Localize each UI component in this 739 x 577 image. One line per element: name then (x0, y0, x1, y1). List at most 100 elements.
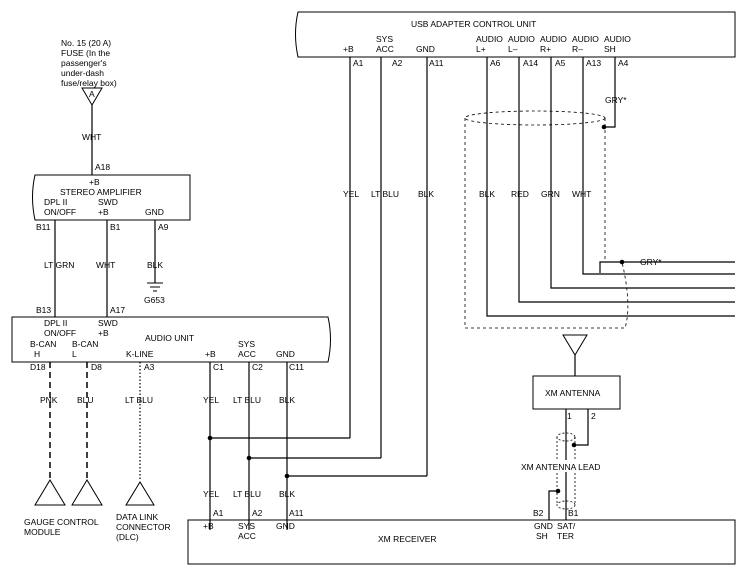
xm-ant-pin2: 2 (591, 411, 596, 421)
usb-adapter-box (295, 11, 736, 58)
usb-a2-name1: SYS (376, 34, 393, 44)
usb-a4-name2: SH (604, 44, 616, 54)
usb-color-grn: GRN (541, 189, 560, 199)
au-c2-name1: SYS (238, 339, 255, 349)
usb-a6-name1: AUDIO (476, 34, 503, 44)
au-color-blk: BLK (279, 395, 295, 405)
xm-pin-a2-name1: SYS (238, 521, 255, 531)
usb-color-blk2: BLK (479, 189, 495, 199)
dlc-connector-icon (125, 481, 155, 506)
wire-audio-lplus (486, 57, 735, 317)
gauge-l-connector-icon (71, 479, 103, 506)
xm-color-blk: BLK (279, 489, 295, 499)
gauge-label-line1: GAUGE CONTROL (24, 517, 99, 527)
amp-pin-a9: A9 (158, 222, 169, 232)
usb-a14-name2: L– (508, 44, 518, 54)
usb-title: USB ADAPTER CONTROL UNIT (411, 19, 536, 29)
fuse-letter: A (89, 89, 95, 99)
antenna-icon (562, 334, 588, 356)
audio-unit-box (11, 316, 331, 363)
splice-dot-yel (207, 435, 213, 441)
usb-a5-name1: AUDIO (540, 34, 567, 44)
ant-shield-ellipse-bottom (556, 500, 576, 510)
wire-color-blk-amp: BLK (147, 260, 163, 270)
amp-pin2-name2: +B (98, 207, 109, 217)
xm-receiver-title: XM RECEIVER (378, 534, 437, 544)
wire-color-ltblu-kline: LT BLU (125, 395, 153, 405)
xm-antenna-title: XM ANTENNA (545, 388, 601, 398)
shield-dot-right (619, 259, 625, 265)
amp-pin1-name2: ON/OFF (44, 207, 76, 217)
fuse-block: No. 15 (20 A) FUSE (In the passenger's u… (61, 38, 117, 106)
usb-color-blk: BLK (418, 189, 434, 199)
au-bcanl-name2: L (72, 349, 77, 359)
fuse-label-line3: passenger's (61, 58, 107, 68)
usb-a5-name2: R+ (540, 44, 551, 54)
wire-audio-rminus (582, 57, 735, 275)
usb-color-red: RED (511, 189, 529, 199)
wire-color-wht: WHT (82, 132, 101, 142)
au-pin-c1: C1 (213, 362, 224, 372)
xm-color-ltblu: LT BLU (233, 489, 261, 499)
au-kline-name: K-LINE (126, 349, 154, 359)
usb-pin-a14: A14 (523, 58, 538, 68)
usb-pin-labels: +B SYS ACC GND AUDIO L+ AUDIO L– AUDIO R… (343, 34, 631, 68)
shield-gry-top: GRY* (605, 95, 627, 105)
shield-gry-right: GRY* (640, 257, 662, 267)
xm-sat-line1: SAT/ (557, 521, 576, 531)
lead-label-bg (522, 460, 612, 472)
stereo-amplifier-box (32, 174, 191, 221)
au-pin-c11: C11 (289, 362, 304, 372)
xm-pin-a11: A11 (289, 508, 304, 518)
shield-dot-top (601, 124, 607, 130)
wire-ant-shield-bottom (548, 490, 558, 520)
wire-audio-rplus (550, 57, 735, 289)
usb-pin-a4: A4 (618, 58, 629, 68)
wire-color-wht2: WHT (96, 260, 115, 270)
ant-shield-dot-bottom (555, 488, 561, 494)
xm-pin-b1: B1 (568, 508, 579, 518)
au-bcanl-name1: B-CAN (72, 339, 98, 349)
au-pin-a3: A3 (144, 362, 155, 372)
audio-unit-title: AUDIO UNIT (145, 333, 194, 343)
au-c2-name2: ACC (238, 349, 256, 359)
usb-a6-name2: L+ (476, 44, 486, 54)
wire-shield-top (604, 57, 616, 128)
usb-pin-a1: A1 (353, 58, 364, 68)
fuse-label-line4: under-dash (61, 68, 104, 78)
gauge-h-connector-icon (34, 479, 66, 506)
wire-audio-lminus (518, 57, 735, 303)
au-top1-name1: DPL II (44, 318, 67, 328)
dlc-label-line3: (DLC) (116, 532, 139, 542)
xm-color-yel: YEL (203, 489, 219, 499)
ant-shield-dot-top (571, 442, 577, 448)
au-pin-d18: D18 (30, 362, 46, 372)
splice-dot-blk (284, 473, 290, 479)
xm-antenna-box (532, 375, 621, 410)
amp-pin1-name1: DPL II (44, 197, 67, 207)
xm-pin-a1-name: +B (203, 521, 214, 531)
usb-color-yel: YEL (343, 189, 359, 199)
amp-title: STEREO AMPLIFIER (60, 187, 142, 197)
usb-pin-a2: A2 (392, 58, 403, 68)
au-bcanh-name2: H (34, 349, 40, 359)
wire-color-blu: BLU (77, 395, 94, 405)
xm-sat-line2: TER (557, 531, 574, 541)
usb-a13-name1: AUDIO (572, 34, 599, 44)
usb-a13-name2: R– (572, 44, 583, 54)
usb-pin-a13: A13 (586, 58, 601, 68)
shield-ellipse (464, 110, 606, 126)
au-pin-c2: C2 (252, 362, 263, 372)
dlc-label-line2: CONNECTOR (116, 522, 171, 532)
fuse-label-line5: fuse/relay box) (61, 78, 117, 88)
usb-pin-a5: A5 (555, 58, 566, 68)
au-bcanh-name1: B-CAN (30, 339, 56, 349)
wire-ant-shield-top (574, 409, 589, 446)
au-c11-name: GND (276, 349, 295, 359)
xm-pin-a1: A1 (213, 508, 224, 518)
usb-color-wht: WHT (572, 189, 591, 199)
usb-a2-name2: ACC (376, 44, 394, 54)
xm-ant-pin1: 1 (567, 411, 572, 421)
